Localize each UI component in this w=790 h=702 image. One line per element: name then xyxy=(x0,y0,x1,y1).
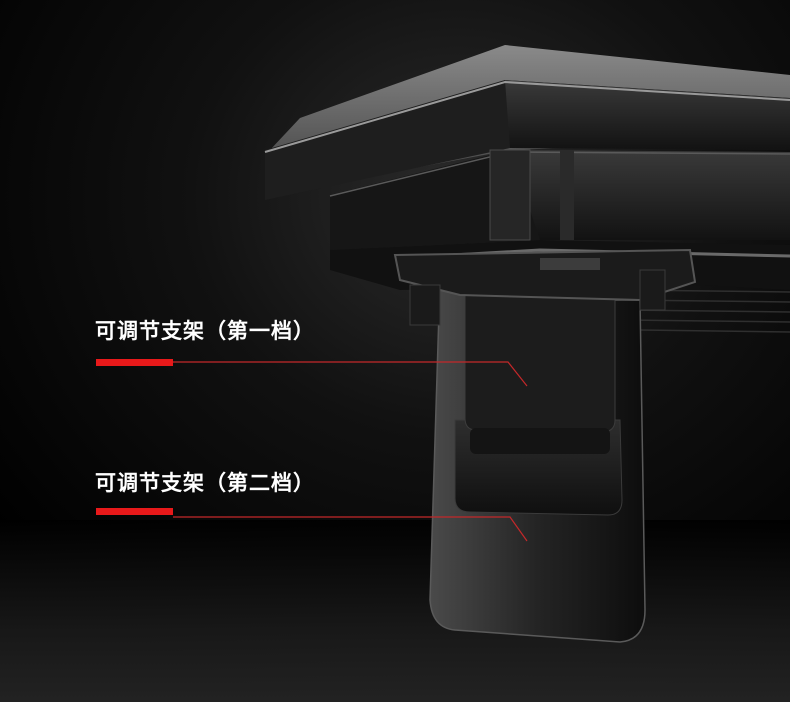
accent-bar xyxy=(96,359,173,366)
leader-line xyxy=(173,361,528,387)
accent-bar xyxy=(96,508,173,515)
floor xyxy=(0,520,790,702)
callout-first-gear xyxy=(96,359,528,387)
hinge-bracket xyxy=(393,248,697,326)
leader-line xyxy=(173,516,528,542)
stand-plate-gear-1 xyxy=(464,284,616,454)
cooling-pad-body xyxy=(264,45,790,333)
callout-label-first-gear: 可调节支架（第一档） xyxy=(95,319,315,343)
callout-second-gear xyxy=(96,508,528,542)
callout-label-second-gear: 可调节支架（第二档） xyxy=(95,471,315,495)
